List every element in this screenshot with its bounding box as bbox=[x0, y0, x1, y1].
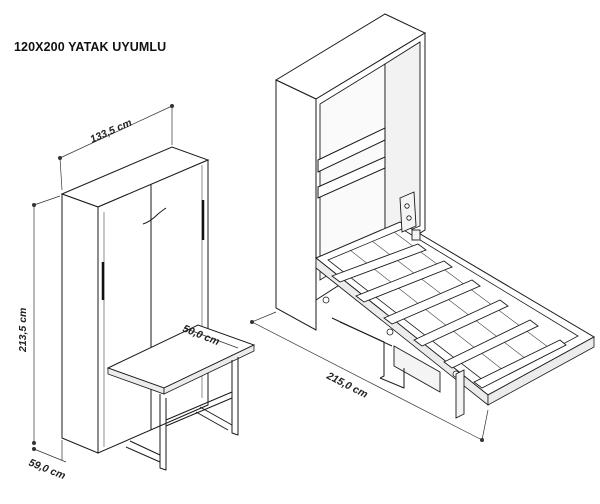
cabinet-side bbox=[61, 193, 99, 454]
dim-width-label: 133,5 cm bbox=[88, 117, 133, 146]
bed-slats bbox=[331, 243, 567, 389]
door-handle bbox=[142, 207, 167, 225]
dim-length-label: 215,0 cm bbox=[324, 370, 370, 401]
open-bed-figure: 215,0 cm bbox=[250, 13, 596, 442]
bed-cabinet-side bbox=[275, 79, 317, 331]
dim-depth-label: 59,0 cm bbox=[27, 457, 67, 483]
dim-height-label: 213,5 cm bbox=[17, 308, 29, 353]
bed-legs bbox=[331, 317, 465, 419]
lift-mechanism bbox=[399, 191, 421, 241]
diagram-title: 120X200 YATAK UYUMLU bbox=[14, 40, 167, 54]
desk-legs bbox=[125, 357, 239, 471]
closed-cabinet-figure: 133,5 cm 213,5 cm 59,0 cm 50,0 cm bbox=[17, 104, 256, 483]
